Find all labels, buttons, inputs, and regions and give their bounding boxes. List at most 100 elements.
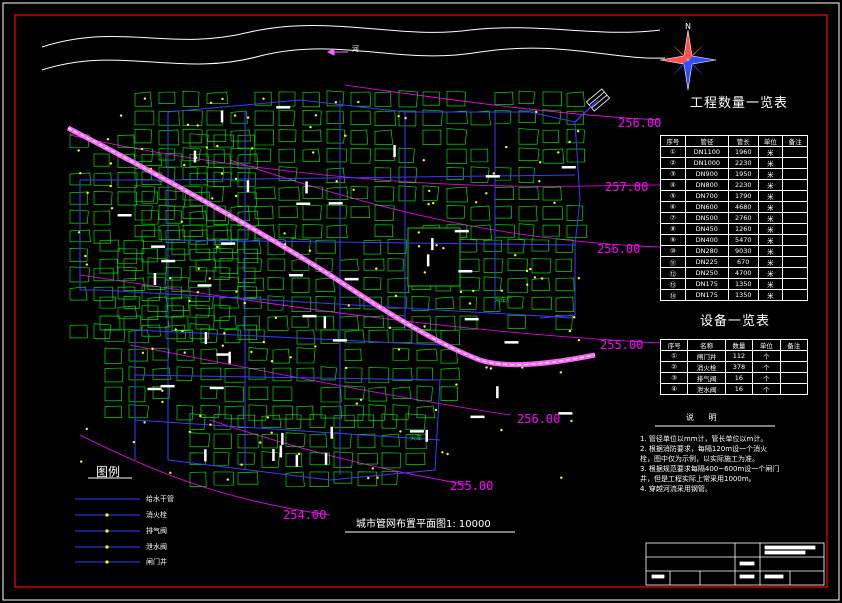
quantity-table-cell — [782, 289, 808, 301]
pipe-label-tag — [117, 214, 132, 217]
city-block — [206, 166, 224, 182]
pipe-label-tag — [204, 449, 207, 462]
city-block — [566, 148, 585, 163]
equipment-table-cell — [779, 350, 809, 362]
hydrant-marker — [274, 316, 278, 320]
note-1: 1. 管径单位以mm计，管长单位以m计。 — [640, 435, 768, 443]
city-block — [230, 148, 251, 164]
city-block — [195, 314, 215, 330]
hydrant-marker — [226, 478, 229, 481]
city-block — [350, 110, 371, 125]
city-block — [339, 315, 359, 331]
hydrant-marker — [205, 146, 209, 149]
hydrant-marker — [367, 476, 370, 480]
city-block — [387, 239, 407, 254]
pipe-label-tag — [344, 277, 359, 281]
quantity-table-header-0: 序号 — [660, 135, 686, 147]
equipment-table-header-4: 备注 — [779, 339, 809, 351]
city-block — [165, 266, 183, 281]
hydrant-marker — [221, 344, 224, 347]
city-block — [392, 347, 410, 361]
city-block — [248, 347, 269, 361]
city-block — [213, 153, 231, 168]
equipment-table-header-1: 名称 — [687, 339, 726, 351]
hydrant-marker — [573, 316, 576, 319]
city-block — [267, 238, 286, 256]
hydrant-marker — [514, 254, 517, 257]
hydrant-marker — [180, 220, 183, 223]
city-block — [291, 296, 312, 312]
city-block — [542, 148, 565, 164]
hydrant-marker — [209, 101, 213, 105]
city-block — [387, 258, 404, 272]
city-block — [189, 432, 211, 448]
pipe-label-tag — [272, 449, 275, 461]
hydrant-marker — [141, 351, 145, 354]
hydrant-marker — [169, 276, 172, 280]
hydrant-marker — [314, 114, 318, 117]
city-block — [368, 386, 387, 402]
city-block — [261, 433, 279, 449]
city-block — [200, 348, 218, 364]
north-arrow-icon — [659, 29, 717, 91]
city-block — [555, 258, 573, 272]
hydrant-marker — [492, 172, 495, 175]
pipe-label-tag — [328, 202, 343, 205]
hydrant-marker — [394, 294, 398, 297]
city-block — [224, 386, 245, 403]
city-block — [237, 229, 256, 242]
hydrant-marker — [77, 231, 81, 234]
quantity-table-cell — [782, 201, 808, 213]
quantity-table-cell: DN225 — [684, 256, 729, 268]
equipment-table-cell: 个 — [752, 350, 781, 362]
equipment-table-cell: 泄水阀 — [687, 383, 726, 395]
city-block — [344, 367, 363, 383]
city-block — [278, 205, 298, 218]
city-block — [267, 277, 285, 290]
city-block — [446, 148, 467, 164]
city-block — [213, 471, 234, 486]
hydrant-marker — [526, 283, 529, 286]
city-block — [483, 296, 501, 312]
notes-title: 说 明 — [686, 413, 723, 422]
pipe-label-tag — [561, 166, 576, 169]
city-block — [93, 172, 112, 186]
contour-label-1: 256.00 — [618, 116, 662, 130]
quantity-table-cell: DN500 — [684, 212, 729, 224]
legend-title: 图例 — [96, 465, 121, 479]
city-block — [254, 186, 276, 199]
city-block — [200, 385, 218, 399]
city-block — [285, 471, 305, 487]
pipe-label-tag — [209, 386, 224, 390]
city-block — [494, 91, 514, 105]
city-block — [99, 239, 120, 252]
hydrant-marker — [309, 126, 312, 129]
city-block — [165, 248, 186, 261]
city-block — [272, 367, 292, 382]
city-block — [416, 367, 433, 381]
city-block — [189, 172, 209, 186]
city-block — [416, 385, 433, 402]
hydrant-marker — [397, 348, 401, 351]
city-block — [189, 210, 208, 226]
city-block — [405, 413, 426, 430]
city-block — [123, 277, 145, 291]
city-block — [518, 147, 540, 161]
city-block — [182, 128, 203, 144]
city-block — [350, 147, 372, 164]
city-block — [387, 314, 406, 329]
city-block — [141, 305, 159, 320]
quantity-table-cell: 1790 — [727, 190, 759, 202]
quantity-table-cell: 4700 — [727, 267, 759, 279]
city-block — [374, 224, 394, 238]
city-block — [200, 328, 218, 343]
hydrant-marker — [446, 452, 449, 456]
quantity-table-cell: 米 — [757, 146, 784, 158]
hydrant-marker — [308, 249, 312, 252]
hydrant-marker — [442, 247, 445, 250]
equipment-table-cell: 个 — [752, 361, 781, 373]
city-block — [243, 239, 262, 254]
quantity-table-header-2: 管长 — [727, 135, 759, 147]
